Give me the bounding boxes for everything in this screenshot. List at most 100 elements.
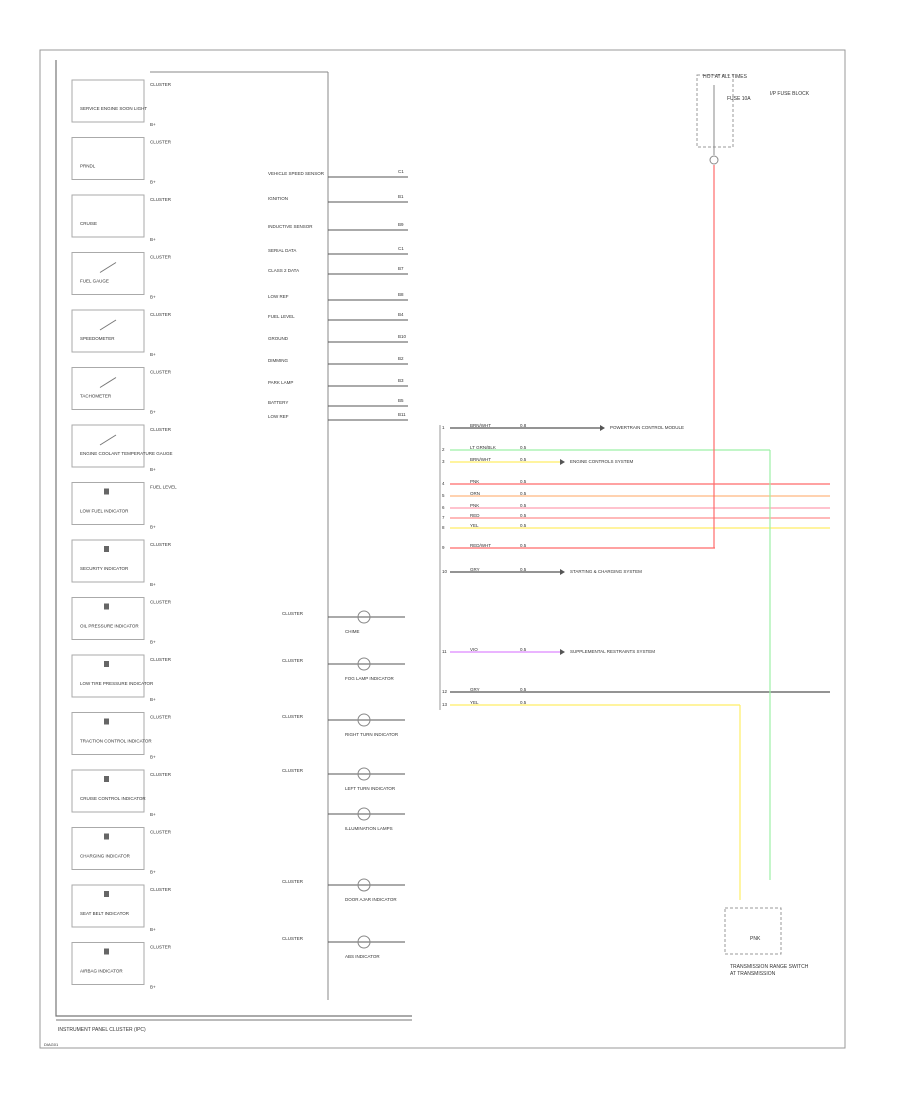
- connector-wire-color: ORN: [470, 491, 480, 496]
- cluster-item-label: LOW TIRE PRESSURE INDICATOR: [80, 681, 154, 686]
- cluster-item-note: B+: [150, 927, 156, 932]
- indicator-bulb: [104, 948, 109, 955]
- lamp-item-switch: CLUSTER: [282, 768, 304, 773]
- cluster-item-box: [71, 137, 145, 180]
- connector-wire-size: 0.5: [520, 479, 527, 484]
- cluster-item-box: [71, 309, 145, 353]
- cluster-item-switch: CLUSTER: [150, 715, 172, 720]
- cluster-item-label: SPEEDOMETER: [80, 336, 115, 341]
- bottom-module-sub: AT TRANSMISSION: [730, 971, 776, 977]
- gauge-symbol: [99, 377, 117, 388]
- cluster-item-label: CHARGING INDICATOR: [80, 854, 131, 859]
- connector-wire-size: 0.5: [520, 687, 527, 692]
- lamp-item-bulb: [357, 878, 371, 892]
- cluster-item-switch: CLUSTER: [150, 197, 172, 202]
- connector-destination: SUPPLEMENTAL RESTRAINTS SYSTEM: [570, 649, 655, 654]
- mid-signal-label: LOW REF: [268, 294, 289, 299]
- fuse-block-outline: [696, 74, 734, 148]
- connector-destination: STARTING & CHARGING SYSTEM: [570, 569, 642, 574]
- lamp-item-switch: CLUSTER: [282, 936, 304, 941]
- connector-pin: 7: [442, 515, 445, 520]
- cluster-item-box: [71, 654, 145, 698]
- connector-wire-size: 0.5: [520, 543, 527, 548]
- cluster-item-switch: FUEL LEVEL: [150, 485, 177, 490]
- gauge-symbol: [99, 262, 117, 273]
- connector-pin: 13: [442, 702, 448, 707]
- connector-wire-color: LT GRN/BLK: [470, 445, 496, 450]
- cluster-item-note: B+: [150, 525, 156, 530]
- cluster-item-note: B+: [150, 410, 156, 415]
- cluster-boundary: [55, 60, 412, 1017]
- connector-wire-color: BRN/WHT: [470, 423, 491, 428]
- cluster-item-switch: CLUSTER: [150, 887, 172, 892]
- cluster-item-note: B+: [150, 122, 156, 127]
- mid-signal-label: VEHICLE SPEED SENSOR: [268, 171, 325, 176]
- connector-pin: 9: [442, 545, 445, 550]
- connector-wire-color: VIO: [470, 647, 478, 652]
- mid-signal-label: GROUND: [268, 336, 289, 341]
- cluster-item-box: [71, 252, 145, 295]
- lamp-item-switch: CLUSTER: [282, 611, 304, 616]
- mid-signal-label: PARK LAMP: [268, 380, 293, 385]
- bottom-module-pins: PNK: [750, 936, 761, 942]
- mid-signal-label: CLASS 2 DATA: [268, 268, 299, 273]
- footer-code: DIAG01: [44, 1042, 59, 1047]
- mid-signal-label: LOW REF: [268, 414, 289, 419]
- cluster-item-note: B+: [150, 812, 156, 817]
- cluster-item-switch: CLUSTER: [150, 657, 172, 662]
- mid-signal-label: IGNITION: [268, 196, 288, 201]
- connector-pin: 6: [442, 505, 445, 510]
- cluster-item-switch: CLUSTER: [150, 945, 172, 950]
- lamp-item-switch: CLUSTER: [282, 714, 304, 719]
- lamp-item-bulb: [357, 807, 371, 821]
- cluster-item-note: B+: [150, 985, 156, 990]
- cluster-item-label: SERVICE ENGINE SOON LIGHT: [80, 106, 147, 111]
- connector-wire-size: 0.5: [520, 457, 527, 462]
- connector-arrow: [560, 569, 565, 575]
- indicator-bulb: [104, 718, 109, 725]
- lamp-item-bulb: [357, 935, 371, 949]
- indicator-bulb: [104, 891, 109, 897]
- connector-pin: 4: [442, 481, 445, 486]
- connector-wire-size: 0.5: [520, 523, 527, 528]
- cluster-item-box: [71, 942, 145, 985]
- mid-signal-pin: B2: [398, 356, 404, 361]
- cluster-item-label: CRUISE CONTROL INDICATOR: [80, 796, 146, 801]
- diagram-frame: [39, 49, 846, 1049]
- cluster-item-note: B+: [150, 180, 156, 185]
- mid-signal-pin: C1: [398, 246, 404, 251]
- lamp-item-switch: CLUSTER: [282, 658, 304, 663]
- lamp-item-bulb: [357, 657, 371, 671]
- mid-signal: CLASS 2 DATA B7: [268, 266, 408, 275]
- mid-signal-pin: B7: [398, 266, 404, 271]
- connector-wire-color: GRY: [470, 687, 480, 692]
- fuse-node: [709, 155, 719, 165]
- mid-signal-pin: B5: [398, 398, 404, 403]
- connector-arrow: [560, 459, 565, 465]
- mid-signal-pin: B9: [398, 222, 404, 227]
- connector-pin: 12: [442, 689, 448, 694]
- cluster-item-box: [71, 482, 145, 525]
- fuse-label: FUSE 10A: [727, 96, 751, 102]
